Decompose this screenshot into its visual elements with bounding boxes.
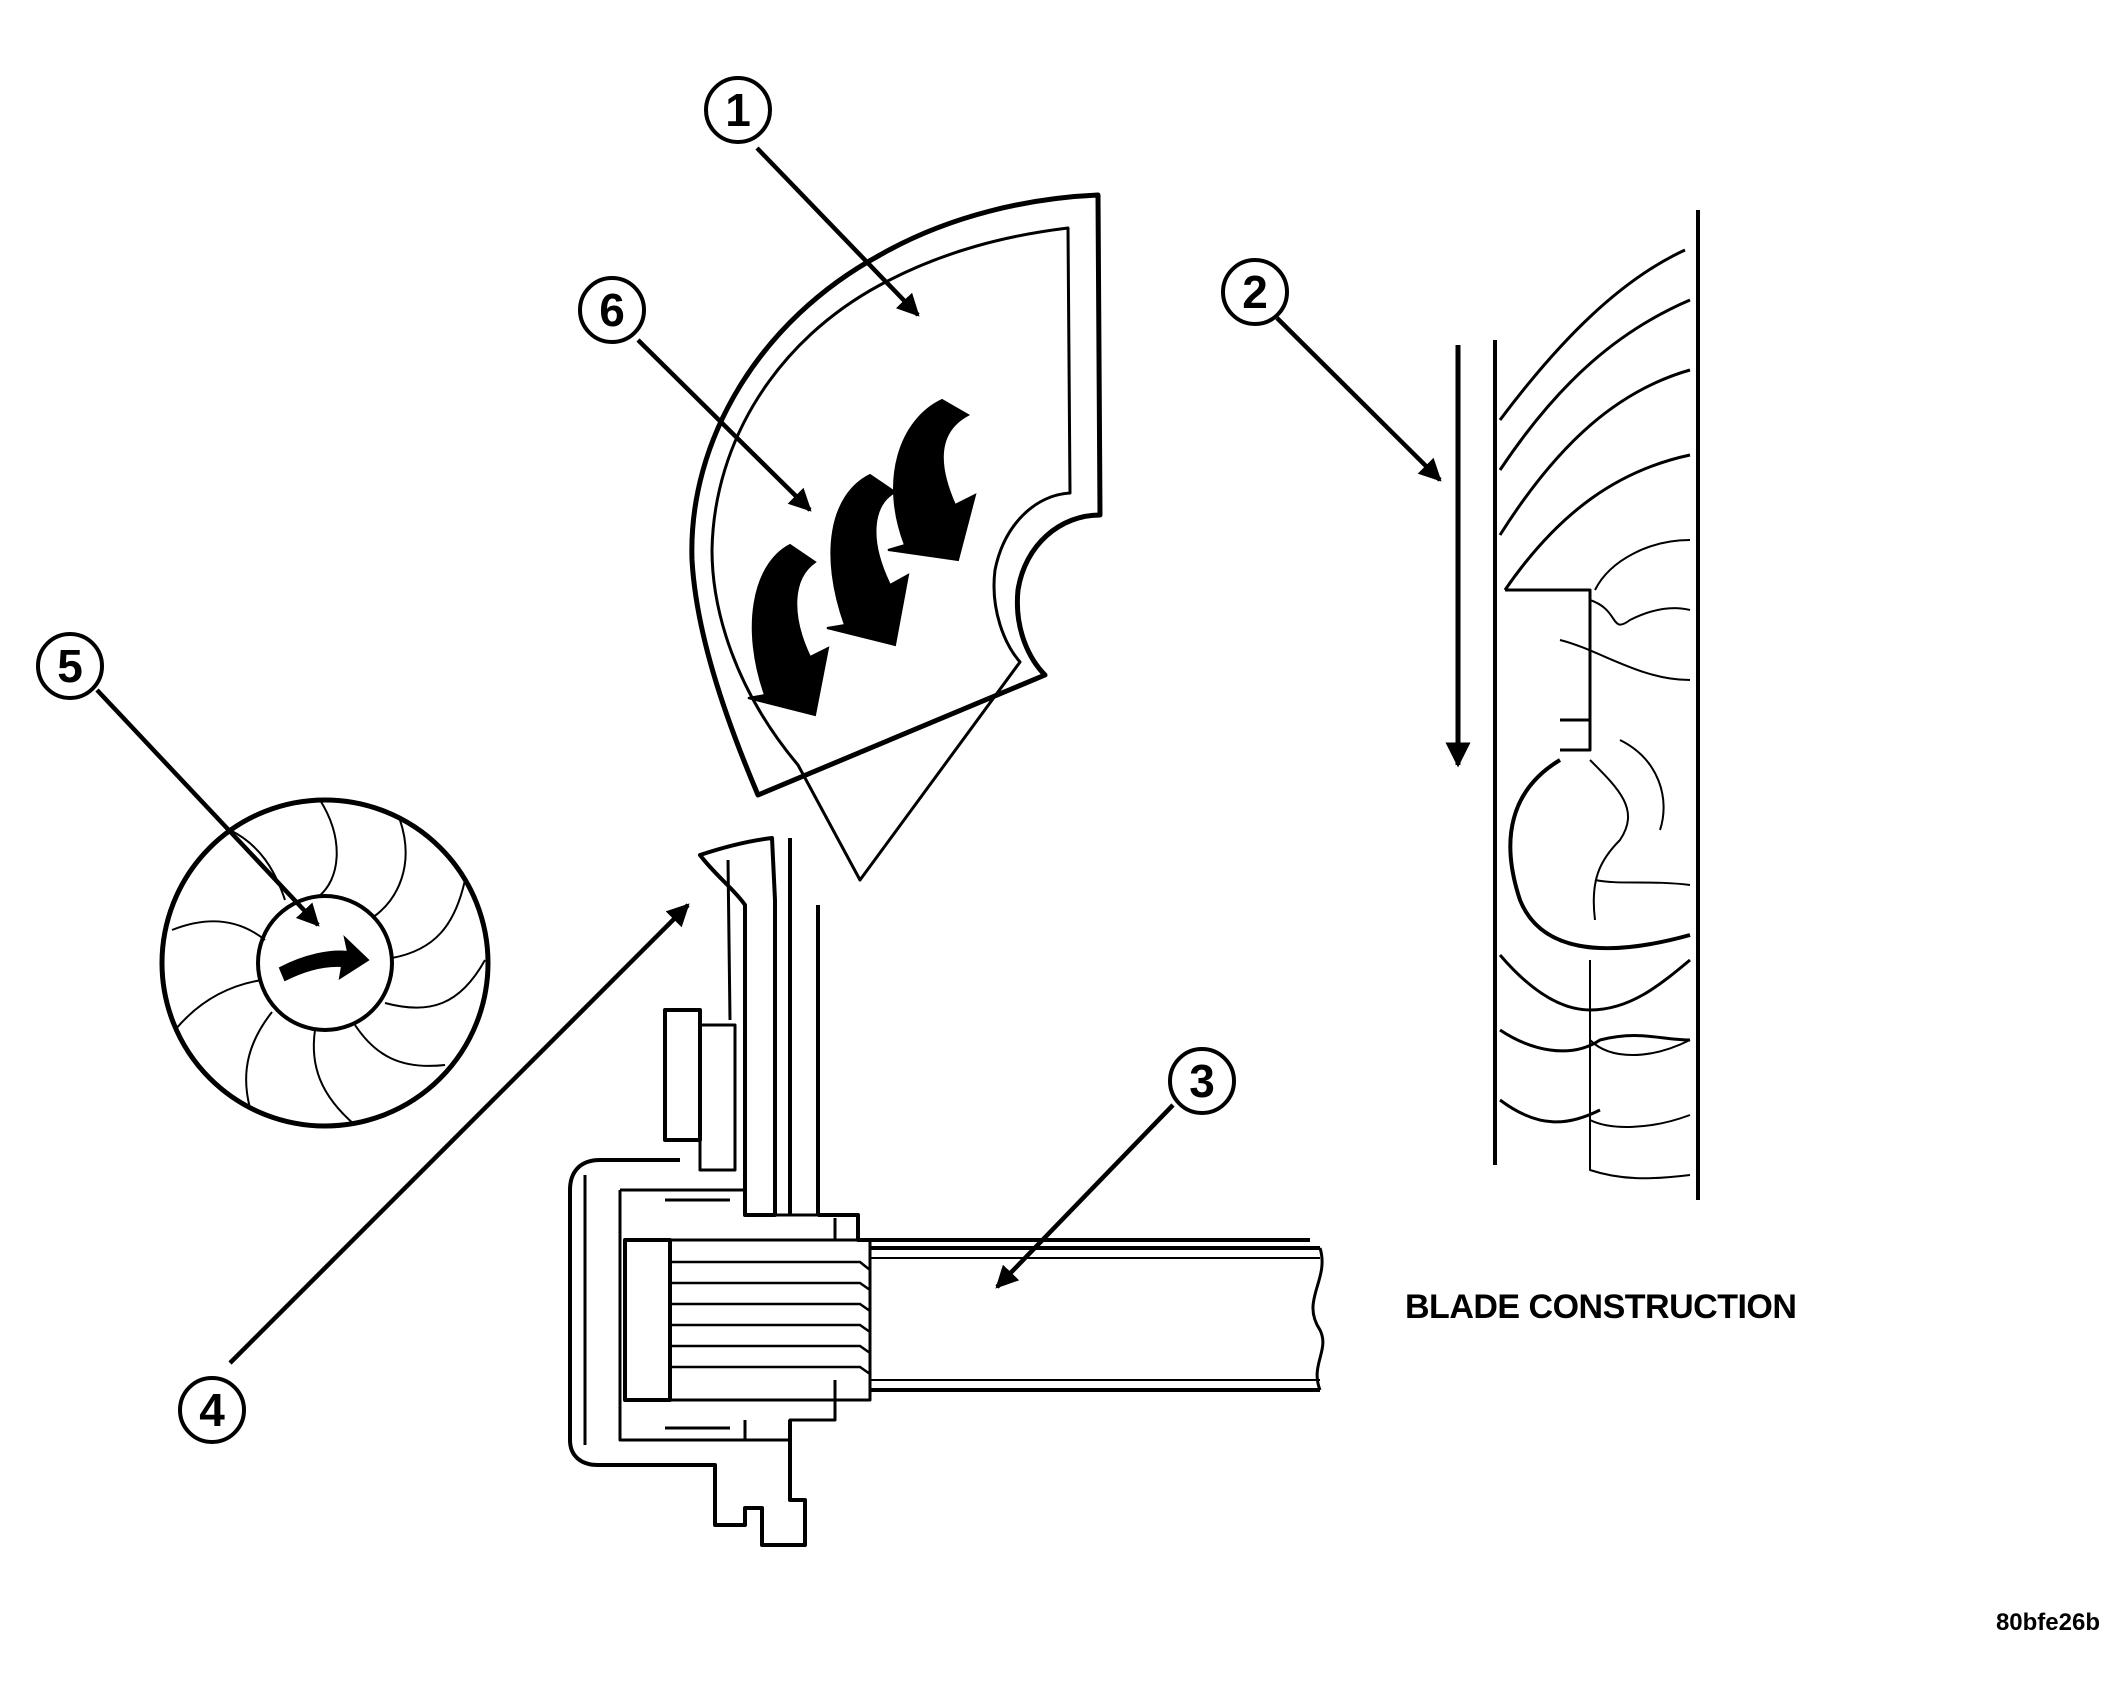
callout-2: 2 — [1221, 258, 1289, 326]
shaft-splines — [670, 1260, 871, 1376]
leader-lines — [95, 146, 1442, 1365]
impeller-fan — [159, 797, 491, 1129]
hub-and-shaft — [568, 836, 1325, 1547]
callout-4: 4 — [178, 1376, 246, 1444]
leader-line-1 — [755, 146, 920, 317]
fluid-flow-arrows — [747, 398, 977, 717]
callout-1-label: 1 — [725, 84, 751, 136]
callout-5: 5 — [36, 632, 104, 700]
fan-rotation-arrow — [278, 935, 370, 982]
figure-code: 80bfe26b — [1996, 1609, 2100, 1636]
callout-5-label: 5 — [57, 640, 83, 692]
callout-3: 3 — [1168, 1047, 1236, 1115]
blade-construction-detail — [1493, 210, 1700, 1200]
callout-3-label: 3 — [1189, 1055, 1215, 1107]
leader-line-4 — [228, 903, 690, 1365]
callout-6: 6 — [578, 276, 646, 344]
callout-1: 1 — [704, 76, 772, 144]
leader-line-6 — [636, 338, 812, 512]
leader-line-2 — [1275, 316, 1442, 482]
turbine-section — [689, 192, 1103, 882]
callout-6-label: 6 — [599, 284, 625, 336]
blade-construction-caption: BLADE CONSTRUCTION — [1405, 1288, 1796, 1326]
leader-line-5 — [95, 688, 320, 927]
leader-line-3 — [995, 1103, 1175, 1289]
callout-4-label: 4 — [199, 1384, 225, 1436]
callout-2-label: 2 — [1242, 266, 1268, 318]
